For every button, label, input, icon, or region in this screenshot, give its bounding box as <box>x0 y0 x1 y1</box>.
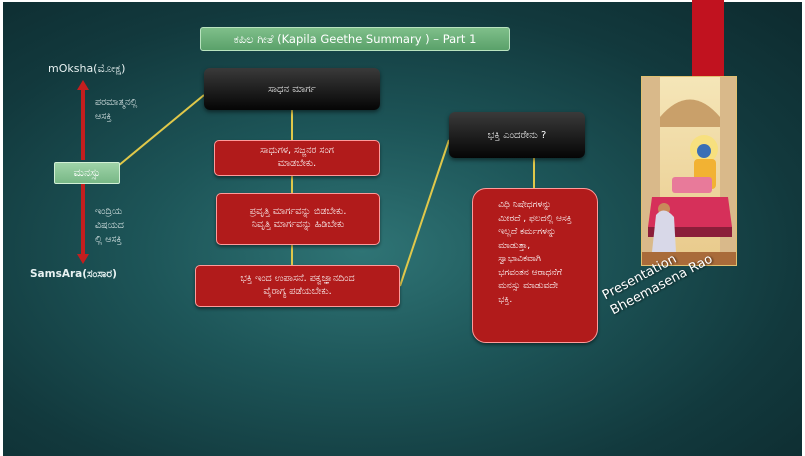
painting-illustration <box>642 77 736 265</box>
attach-up-line: ಆಸಕ್ತಿ <box>95 110 112 122</box>
manassu-box: ಮನಸ್ಸು <box>54 162 120 184</box>
step-box: ಪ್ರವೃತ್ತಿ ಮಾರ್ಗವನ್ನು ಬಿಡಬೇಕು.ನಿವೃತ್ತಿ ಮಾ… <box>216 193 380 245</box>
bhakti-def-line: ಭಗವಂತನ ಆರಾಧನೆಗೆ <box>498 267 562 278</box>
slide-title: ಕಪಿಲ ಗೀತೆ (Kapila Geethe Summary ) – Par… <box>200 27 510 51</box>
attach-down-line: ವಿಷಯದ <box>95 219 124 231</box>
frame-top <box>0 0 805 2</box>
step-line: ಭಕ್ತಿ ಇಂದ ಉಪಾಸನೆ. ಪಕ್ವಜ್ಞಾನದಿಂದ <box>240 273 355 285</box>
bhakti-def-line: ಸ್ವಾಭಾವಿಕವಾಗಿ <box>498 254 541 264</box>
kapila-devahuti-painting <box>641 76 737 266</box>
samsara-label: SamsAra(ಸಂಸಾರ) <box>30 268 117 280</box>
moksha-label: mOksha(ಮೋಕ್ಷ) <box>48 62 126 75</box>
step-line: ಮಾಡಬೇಕು. <box>277 158 317 169</box>
bhakti-def-line: ಮೀರದೆ , ಫಲದಲ್ಲಿ ಆಸಕ್ತಿ <box>498 213 572 224</box>
attach-down-label: ಇಂದ್ರಿಯ ವಿಷಯದ ಲ್ಲಿ ಆಸಕ್ತಿ <box>95 205 124 246</box>
step-line: ನಿವೃತ್ತಿ ಮಾರ್ಗವನ್ನು ಹಿಡಿಬೇಕು <box>251 219 345 230</box>
attach-down-line: ಇಂದ್ರಿಯ <box>95 206 123 217</box>
frame-left <box>0 0 3 456</box>
bhakti-definition-box: ವಿಧಿ ನಿಷೇಧಗಳನ್ನು ಮೀರದೆ , ಫಲದಲ್ಲಿ ಆಸಕ್ತಿ … <box>472 188 598 343</box>
bhakti-def-line: ವಿಧಿ ನಿಷೇಧಗಳನ್ನು <box>498 200 552 210</box>
arrow-down-icon <box>77 184 89 264</box>
bhakti-question-box: ಭಕ್ತಿ ಎಂದರೇನು ? <box>449 112 585 158</box>
attach-up-label: ಪರಮಾತ್ಮನಲ್ಲಿ ಆಸಕ್ತಿ <box>95 96 137 124</box>
step-line: ಪ್ರವೃತ್ತಿ ಮಾರ್ಗವನ್ನು ಬಿಡಬೇಕು. <box>249 206 347 218</box>
red-banner <box>692 0 724 76</box>
step-line: ವೈರಾಗ್ಯ ಪಡೆಯಬೇಕು. <box>263 286 332 297</box>
bhakti-def-line: ಮಾಡುತ್ತಾ, <box>498 240 531 251</box>
arrow-up-icon <box>77 80 89 160</box>
step-line: ಸಾಧುಗಳ, ಸಜ್ಜನರ ಸಂಗ <box>260 145 334 157</box>
connector-manassu-sadhana <box>117 94 205 167</box>
sadhana-marga-box: ಸಾಧನ ಮಾರ್ಗ <box>204 68 380 110</box>
frame-right <box>802 0 805 456</box>
attach-up-line: ಪರಮಾತ್ಮನಲ್ಲಿ <box>95 97 138 108</box>
attach-down-line: ಲ್ಲಿ ಆಸಕ್ತಿ <box>95 233 122 245</box>
bhakti-def-line: ಭಕ್ತಿ. <box>498 294 513 305</box>
bhakti-def-line: ಇಲ್ಲದೆ ಕರ್ಮಗಳನ್ನು <box>498 227 557 237</box>
bhakti-def-line: ಮನಸ್ಸು ಮಾಡುವದೇ <box>498 281 559 291</box>
connector-bhakti <box>399 139 450 287</box>
